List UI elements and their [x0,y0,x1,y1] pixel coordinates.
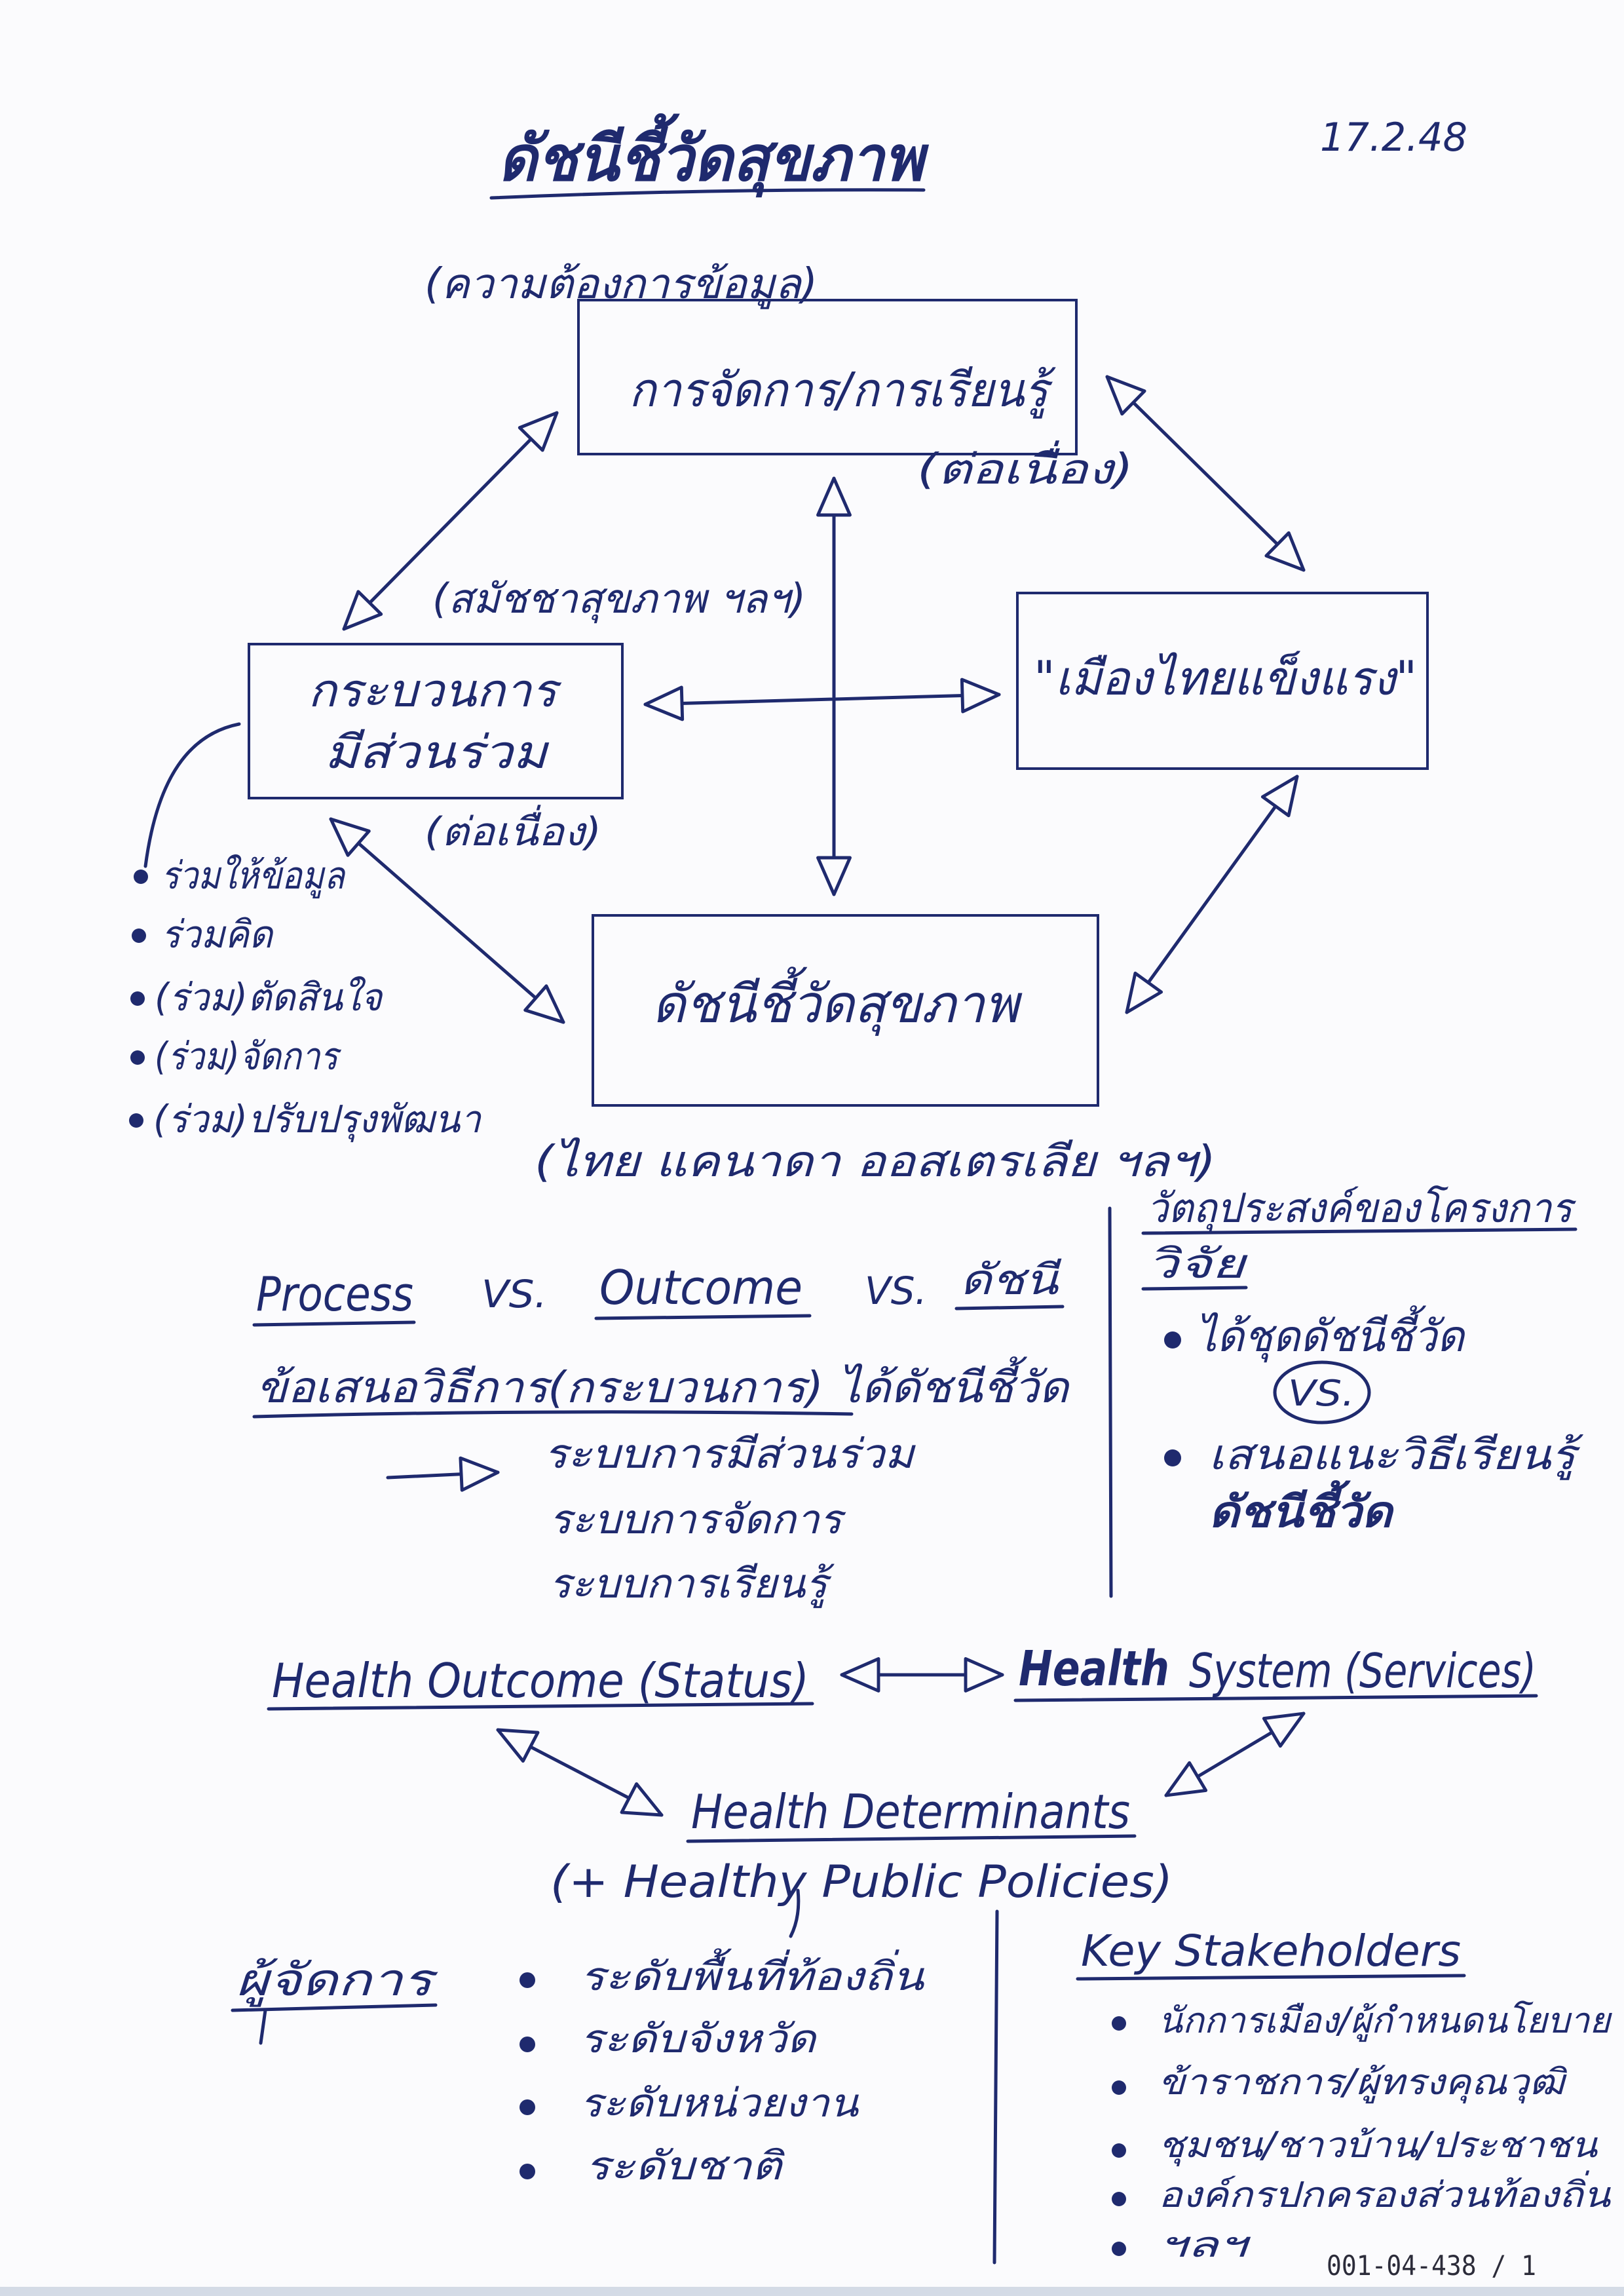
health-system-label-bold: Health [1019,1641,1169,1697]
arrow-outcome-determinants [496,1728,664,1817]
index-underline [954,1305,1065,1311]
objectives-heading-line2: วิจัย [1146,1240,1248,1288]
bottom-box [592,914,1099,1107]
participation-item: ร่วมให้ข้อมูล [161,853,346,899]
process-underline [252,1320,416,1327]
participation-item: (ร่วม)จัดการ [155,1034,342,1079]
top-box-label: การจัดการ/การเรียนรู้ [629,362,1056,419]
objectives-heading-underline [1141,1227,1577,1235]
stakeholder-item: องค์กรปกครองส่วนท้องถิ่น [1158,2170,1612,2215]
level-bullet [519,2164,535,2179]
arrow-left-bottom [329,817,565,1024]
outcome-label: Outcome [599,1260,803,1315]
participation-bullet [130,991,145,1006]
right-box [1016,592,1429,770]
section-divider-middle [1108,1206,1113,1598]
health-system-underline [1013,1694,1538,1702]
participation-item: (ร่วม)ตัดสินใจ [155,975,384,1020]
health-outcome-underline [267,1702,814,1711]
top-box-note: (ต่อเนื่อง) [917,440,1133,494]
top-note: (ความต้องการข้อมูล) [425,260,818,309]
title-underline [489,188,926,200]
objectives-heading-line2-underline [1141,1286,1248,1291]
stakeholder-bullet [1112,2016,1126,2031]
level-item: ระดับชาติ [585,2143,785,2189]
vs-label-2: VS. [865,1269,927,1313]
bottom-box-label: ดัชนีชี้วัดสุขภาพ [652,966,1023,1036]
participation-connector [143,722,241,868]
level-bullet [519,1972,535,1988]
stakeholders-heading-underline [1076,1974,1466,1981]
bottom-note: (ไทย แคนาดา ออสเตรเลีย ฯลฯ) [535,1136,1216,1187]
document-id: 001-04-438 / 1 [1327,2249,1536,2282]
page-title: ดัชนีชี้วัดสุขภาพ [498,113,930,198]
stakeholder-item: ฯลฯ [1158,2224,1251,2265]
participation-bullet [134,870,148,884]
policies-tail-stroke [789,1888,801,1938]
objectives-heading: วัตถุประสงค์ของโครงการ [1146,1184,1576,1233]
objective-vs: VS. [1288,1373,1355,1414]
right-box-label: "เมืองไทยแข็งแรง" [1034,651,1417,706]
arrow-right-bottom [1125,775,1299,1014]
system-item: ระบบการจัดการ [549,1495,846,1543]
management-heading: ผู้จัดการ [236,1955,438,2007]
stakeholder-item: นักการเมือง/ผู้กำหนดนโยบาย [1158,2000,1612,2042]
process-label: Process [256,1267,413,1322]
objective-bullet [1164,1331,1181,1349]
objective-item-2: เสนอแนะวิธีเรียนรู้ [1209,1431,1583,1480]
systems-arrow [386,1456,500,1492]
stakeholder-bullet [1112,2192,1126,2206]
stakeholder-item: ข้าราชการ/ผู้ทรงคุณวุฒิ [1158,2061,1568,2104]
arrow-top-left [342,411,559,631]
participation-item: (ร่วม)ปรับปรุงพัฒนา [153,1097,482,1143]
left-box [248,643,624,799]
management-heading-tail [259,2008,267,2045]
objective-item-1: ได้ชุดดัชนีชี้วัด [1196,1305,1466,1363]
proposal-underline [252,1410,854,1419]
level-bullet [519,2037,535,2052]
top-box [577,299,1078,455]
left-box-note: (ต่อเนื่อง) [425,805,601,855]
proposal-text: ข้อเสนอวิธีการ(กระบวนการ) ได้ดัชนีชี้วัด [256,1356,1070,1413]
section-divider-bottom [992,1909,999,2265]
health-outcome-label: Health Outcome (Status) [272,1653,809,1708]
left-box-label-line2: มีส่วนร่วม [324,725,550,779]
health-system-label: System (Services) [1189,1643,1536,1698]
left-box-label-line1: กระบวนการ [308,664,562,718]
stakeholders-heading: Key Stakeholders [1081,1926,1461,1976]
page-date: 17.2.48 [1320,115,1467,161]
stakeholder-bullet [1112,2080,1126,2095]
system-item: ระบบการมีส่วนร่วม [544,1430,916,1478]
outcome-underline [594,1314,812,1320]
level-item: ระดับหน่วยงาน [580,2080,859,2126]
stakeholder-item: ชุมชน/ชาวบ้าน/ประชาชน [1158,2124,1598,2167]
health-determinants-label: Health Determinants [691,1784,1130,1839]
participation-item: ร่วมคิด [161,912,274,957]
vs-circle [1273,1360,1371,1425]
level-bullet [519,2099,535,2115]
arrow-top-right [1105,375,1306,572]
system-item: ระบบการเรียนรู้ [549,1559,835,1609]
health-determinants-underline [686,1834,1137,1843]
level-item: ระดับพื้นที่ท้องถิ่น [580,1948,925,2000]
participation-bullet [129,1113,143,1128]
index-label: ดัชนี [960,1256,1062,1305]
scan-edge-strip [0,2287,1624,2296]
participation-bullet [130,1050,145,1065]
left-note: (สมัชชาสุขภาพ ฯลฯ) [432,575,806,624]
arrow-system-determinants [1164,1712,1306,1797]
objective-bullet [1164,1449,1181,1466]
healthy-public-policies-label: (+ Healthy Public Policies) [550,1856,1173,1908]
vs-label-1: VS. [482,1272,547,1316]
level-item: ระดับจังหวัด [580,2016,818,2062]
stakeholder-bullet [1112,2143,1126,2158]
participation-bullet [132,928,146,943]
stakeholder-bullet [1112,2242,1126,2256]
objective-item-2-line2: ดัชนีชี้วัด [1209,1480,1395,1537]
